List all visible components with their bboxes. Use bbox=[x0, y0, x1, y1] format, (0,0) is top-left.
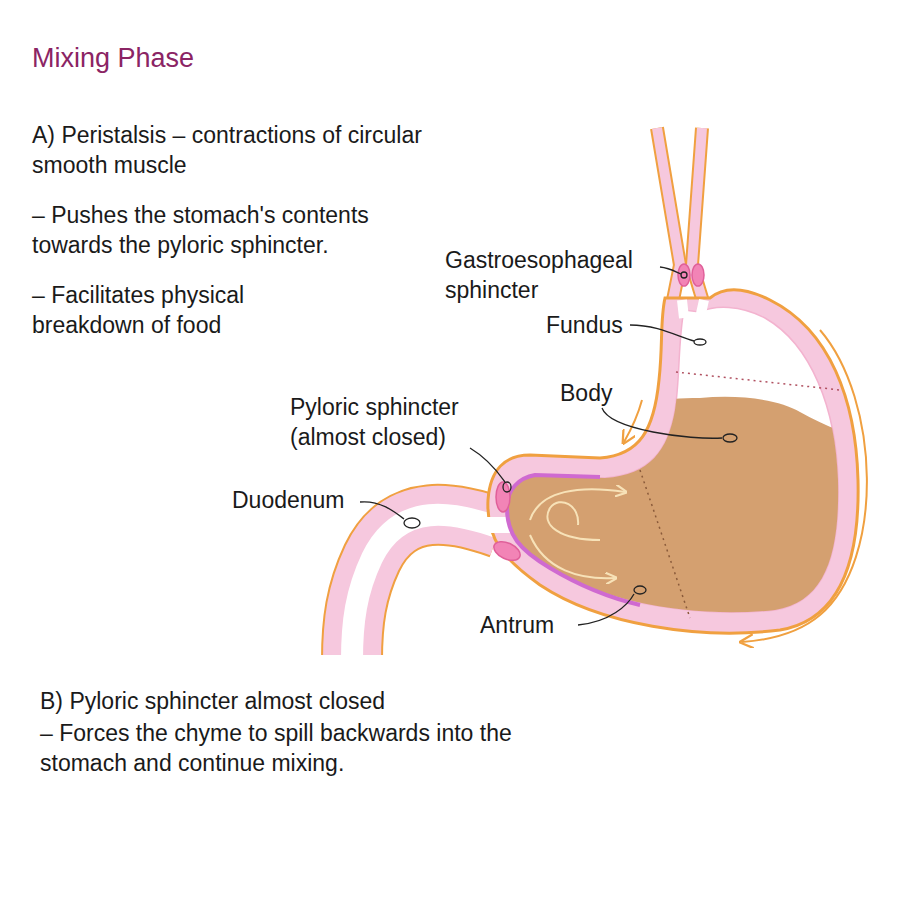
gastroesophageal-sphincter bbox=[678, 264, 690, 286]
note-text: B) Pyloric sphincter almost closed bbox=[40, 686, 385, 716]
part-label: Gastroesophageal sphincter bbox=[445, 245, 660, 305]
part-label: Pyloric sphincter (almost closed) bbox=[290, 392, 495, 452]
note-text: – Pushes the stomach's contents towards … bbox=[32, 200, 432, 260]
note-text: – Forces the chyme to spill backwards in… bbox=[40, 718, 545, 778]
esophagus bbox=[657, 128, 704, 305]
peristalsis-arrow bbox=[624, 400, 642, 442]
duodenum-tube bbox=[300, 515, 500, 685]
diagram-title: Mixing Phase bbox=[32, 42, 194, 74]
part-label: Body bbox=[560, 378, 612, 408]
peristalsis-arrow bbox=[742, 330, 867, 642]
gastroesophageal-sphincter bbox=[692, 264, 704, 286]
note-text: – Facilitates physical breakdown of food bbox=[32, 280, 332, 340]
part-label: Duodenum bbox=[232, 485, 345, 515]
part-label: Fundus bbox=[546, 310, 623, 340]
pyloric-sphincter bbox=[491, 538, 523, 564]
mixing-flow bbox=[530, 489, 625, 578]
pyloric-sphincter bbox=[496, 482, 510, 512]
note-text: A) Peristalsis – contractions of circula… bbox=[32, 120, 432, 180]
chyme bbox=[470, 397, 860, 660]
antrum-lining bbox=[507, 475, 640, 605]
part-label: Antrum bbox=[480, 610, 554, 640]
